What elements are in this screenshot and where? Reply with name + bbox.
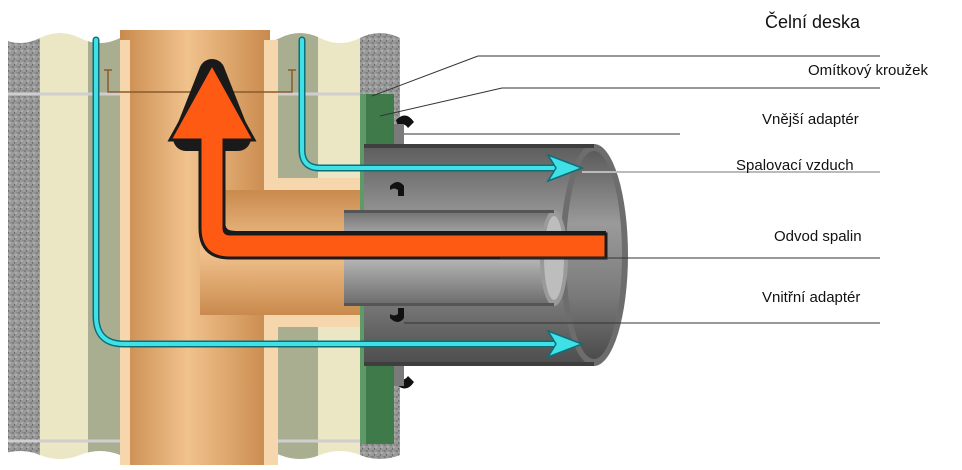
leader-lines — [371, 55, 880, 324]
label-plaster-ring: Omítkový kroužek — [808, 62, 929, 79]
air-arrowheads — [546, 153, 585, 359]
label-flue-gas: Odvod spalin — [774, 228, 862, 245]
label-inner-adapter: Vnitřní adaptér — [762, 289, 861, 306]
label-face-plate: Čelní deska — [765, 12, 861, 32]
adapter-clips — [390, 115, 414, 389]
combustion-air-paths — [92, 36, 564, 348]
label-combustion-air: Spalovací vzduch — [736, 157, 854, 174]
flue-gas-arrow — [167, 59, 608, 260]
label-outer-adapter: Vnější adaptér — [762, 111, 859, 128]
